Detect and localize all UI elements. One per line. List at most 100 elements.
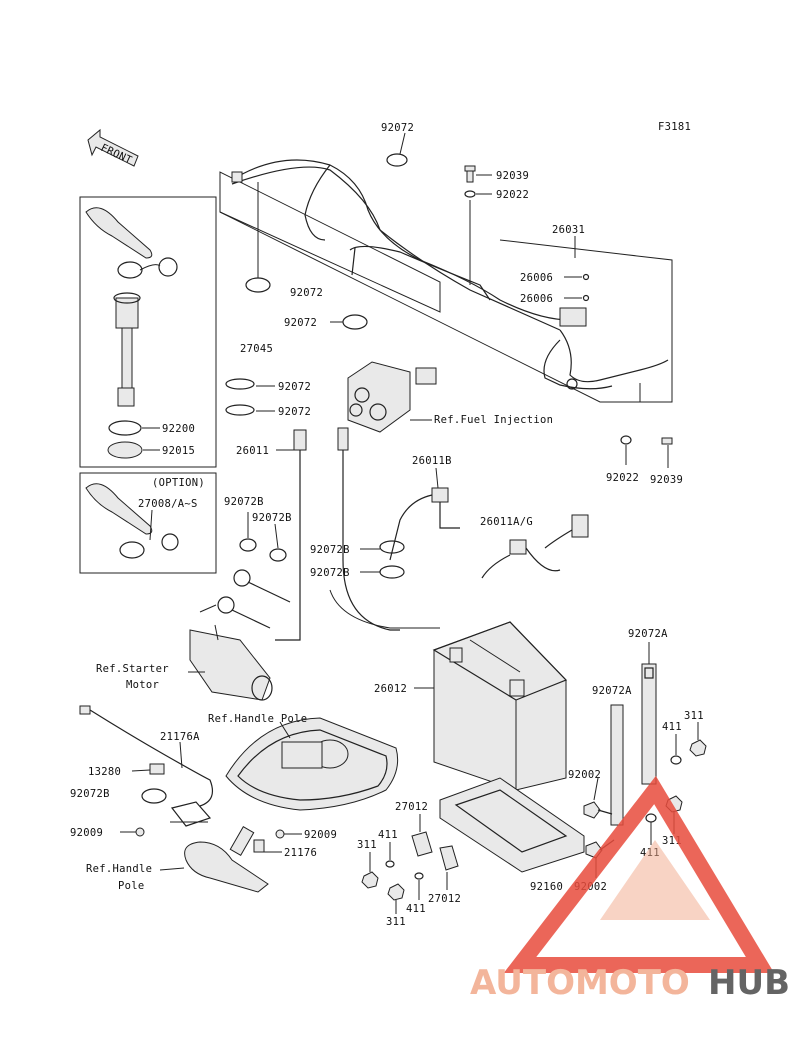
handle-pole-plate-icon (184, 841, 269, 893)
ignition-key-icon (85, 207, 178, 279)
label-411-c: 411 (378, 829, 398, 841)
label-27045: 27045 (240, 343, 273, 355)
label-27008: 27008/A~S (138, 498, 198, 510)
label-27012-b: 27012 (428, 893, 461, 905)
nut-311-c-icon (361, 871, 379, 889)
bolt-92039-top-icon (464, 165, 476, 183)
front-arrow-icon: FRONT (87, 128, 139, 167)
fuse-26006-a-icon (582, 273, 590, 281)
clamp-92072-c-icon (342, 314, 368, 330)
clamp-92072-e-icon (225, 404, 255, 416)
label-92160: 92160 (530, 881, 563, 893)
clamp-92072-d-icon (225, 378, 255, 390)
clamp-92072B-d-icon (379, 565, 405, 579)
ignition-switch-icon (113, 292, 141, 407)
nut-92015-icon (107, 441, 143, 459)
watermark-triangle-icon (503, 775, 775, 973)
label-411-a: 411 (662, 721, 682, 733)
cable-21176A-icon (79, 705, 213, 807)
label-92200: 92200 (162, 423, 195, 435)
watermark-part1: AUTOMOTO (470, 963, 690, 1003)
bolt-92002-a-icon (583, 801, 613, 819)
washer-411-b-icon (645, 813, 657, 823)
ref-starter-1: Ref.Starter (96, 663, 169, 675)
option-label: (OPTION) (152, 477, 205, 489)
ref-fuel-injection: Ref.Fuel Injection (434, 414, 553, 426)
bolt-92009-a-icon (135, 827, 145, 837)
automotohub-watermark: AUTOMOTO HUB (470, 775, 790, 1003)
bolt-92009-b-icon (275, 829, 285, 839)
label-26011B: 26011B (412, 455, 452, 467)
clamp-92072-top-icon (386, 153, 408, 167)
washer-92022-top-icon (464, 190, 476, 198)
strap-92072A-a-icon (641, 663, 657, 785)
seal-92200-icon (108, 420, 142, 436)
label-92072A-a: 92072A (628, 628, 668, 640)
label-92072-b: 92072 (290, 287, 323, 299)
ref-starter-2: Motor (126, 679, 159, 691)
washer-92022-b-icon (620, 435, 632, 445)
starter-cable-icon (199, 569, 291, 629)
clamp-92072B-b-icon (269, 548, 287, 562)
label-311-d: 311 (386, 916, 406, 928)
label-92072B-a: 92072B (224, 496, 264, 508)
clamp-92072B-a-icon (239, 538, 257, 552)
tag-13280-icon (149, 763, 165, 775)
label-92022-a: 92022 (496, 189, 529, 201)
label-26011AG: 26011A/G (480, 516, 533, 528)
label-26011: 26011 (236, 445, 269, 457)
ref-handle-pole-b1: Ref.Handle (86, 863, 152, 875)
label-26031: 26031 (552, 224, 585, 236)
clamp-92072-b-icon (245, 277, 271, 293)
label-311-c: 311 (357, 839, 377, 851)
label-92022-b: 92022 (606, 472, 639, 484)
label-92072B-d: 92072B (310, 567, 350, 579)
label-311-a: 311 (684, 710, 704, 722)
cable-26011B-icon (389, 487, 460, 561)
label-411-d: 411 (406, 903, 426, 915)
clamp-92072B-c-icon (379, 540, 405, 554)
label-27012-a: 27012 (395, 801, 428, 813)
ref-handle-pole-b2: Pole (118, 880, 145, 892)
clamp-92072B-e-icon (141, 788, 167, 804)
label-92072B-b: 92072B (252, 512, 292, 524)
figure-code: F3181 (658, 121, 691, 133)
cable-26011-icon (275, 427, 400, 641)
bolt-92039-b-icon (661, 437, 673, 445)
sensor-21176-icon (229, 826, 265, 856)
strap-92072A-b-icon (610, 704, 624, 826)
washer-411-a-icon (670, 755, 682, 765)
label-92072-c: 92072 (284, 317, 317, 329)
label-26006-b: 26006 (520, 293, 553, 305)
label-92009-b: 92009 (304, 829, 337, 841)
bracket-27012-a-icon (411, 831, 433, 857)
harness-frame (219, 171, 441, 313)
label-21176A: 21176A (160, 731, 200, 743)
main-harness-icon (231, 159, 669, 390)
label-92039-b: 92039 (650, 474, 683, 486)
bracket-handle-icon (170, 801, 212, 827)
washer-411-d-icon (414, 872, 424, 880)
label-92009-a: 92009 (70, 827, 103, 839)
nut-311-d-icon (387, 883, 405, 901)
label-92039-a: 92039 (496, 170, 529, 182)
label-92072B-c: 92072B (310, 544, 350, 556)
watermark-part2: HUB (708, 963, 790, 1003)
label-92072-e: 92072 (278, 406, 311, 418)
fuse-26006-b-icon (582, 294, 590, 302)
handle-pole-icon (225, 717, 399, 811)
label-92072B-e: 92072B (70, 788, 110, 800)
cable-26011AG-icon (481, 514, 589, 579)
label-13280: 13280 (88, 766, 121, 778)
label-92015: 92015 (162, 445, 195, 457)
battery-tray-icon (439, 777, 585, 873)
option-key-icon (85, 483, 179, 559)
battery-26012-icon (432, 621, 568, 791)
ref-handle-pole-a: Ref.Handle Pole (208, 713, 307, 725)
option-box (79, 472, 217, 574)
label-92072-top: 92072 (381, 122, 414, 134)
starter-motor-icon (189, 624, 273, 701)
washer-411-c-icon (385, 860, 395, 868)
bracket-27012-b-icon (439, 845, 459, 871)
